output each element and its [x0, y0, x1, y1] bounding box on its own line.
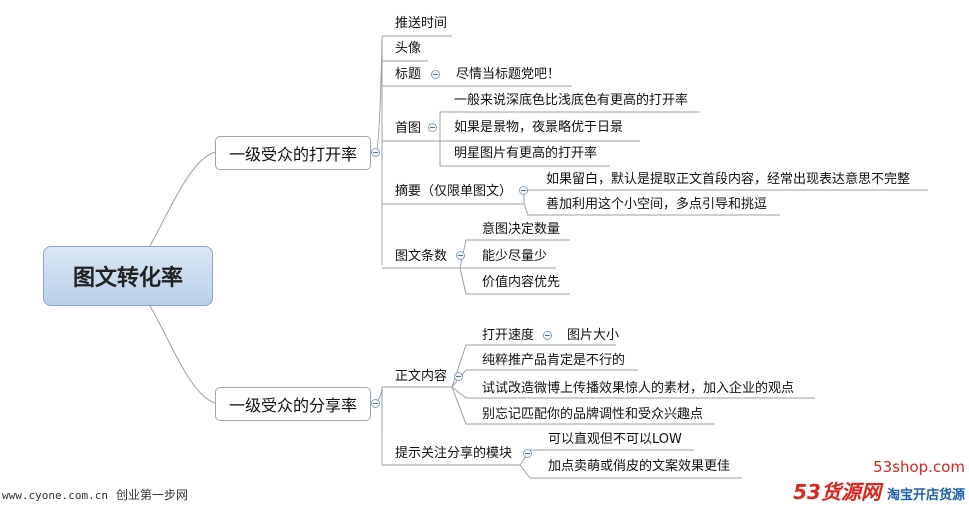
topic-avatar[interactable]: 头像 [395, 41, 422, 56]
watermark-site-url: 53shop.com [873, 458, 965, 476]
count-item[interactable]: 价值内容优先 [482, 275, 561, 290]
watermark-url: www.cyone.com.cn [2, 489, 108, 502]
body-item[interactable]: 纯粹推产品肯定是不行的 [482, 353, 626, 368]
root-topic[interactable]: 图文转化率 [43, 246, 213, 306]
topic-push-time[interactable]: 推送时间 [395, 16, 448, 31]
topic-title[interactable]: 标题 [395, 67, 422, 82]
count-item[interactable]: 能少尽量少 [482, 249, 548, 264]
collapse-icon[interactable] [428, 123, 437, 132]
watermark-tag: 淘宝开店货源 [886, 488, 965, 503]
body-item[interactable]: 别忘记匹配你的品牌调性和受众兴趣点 [482, 407, 704, 422]
branch-share-rate[interactable]: 一级受众的分享率 [215, 387, 371, 421]
watermark-right: 53shop.com 53货源网淘宝开店货源 [793, 458, 965, 505]
watermark-left: www.cyone.com.cn 创业第一步网 [2, 486, 188, 503]
collapse-icon[interactable] [519, 186, 528, 195]
collapse-icon[interactable] [371, 399, 380, 408]
topic-module[interactable]: 提示关注分享的模块 [395, 446, 513, 461]
cover-item[interactable]: 一般来说深底色比浅底色有更高的打开率 [454, 93, 689, 108]
cover-item[interactable]: 如果是景物，夜景略优于日景 [454, 120, 624, 135]
collapse-icon[interactable] [431, 70, 440, 79]
topic-count[interactable]: 图文条数 [395, 249, 448, 264]
topic-body[interactable]: 正文内容 [395, 369, 448, 384]
summary-item[interactable]: 如果留白，默认是提取正文首段内容，经常出现表达意思不完整 [546, 172, 911, 187]
collapse-icon[interactable] [371, 148, 380, 157]
body-item[interactable]: 试试改造微博上传播效果惊人的素材，加入企业的观点 [482, 381, 795, 396]
count-item[interactable]: 意图决定数量 [482, 222, 561, 237]
topic-title-child[interactable]: 尽情当标题党吧！ [456, 67, 561, 82]
topic-summary[interactable]: 摘要（仅限单图文） [395, 184, 513, 199]
module-item[interactable]: 可以直观但不可以LOW [548, 432, 682, 447]
collapse-icon[interactable] [456, 251, 465, 260]
watermark-brand-logo: 53货源网 [793, 480, 881, 504]
module-item[interactable]: 加点卖萌或俏皮的文案效果更佳 [548, 459, 731, 474]
topic-cover[interactable]: 首图 [395, 121, 422, 136]
collapse-icon[interactable] [543, 331, 552, 340]
branch-open-rate[interactable]: 一级受众的打开率 [215, 136, 371, 170]
speed-item[interactable]: 图片大小 [567, 328, 620, 343]
watermark-site-name: 创业第一步网 [115, 488, 188, 502]
collapse-icon[interactable] [523, 449, 532, 458]
topic-open-speed[interactable]: 打开速度 [482, 328, 535, 343]
cover-item[interactable]: 明星图片有更高的打开率 [454, 146, 598, 161]
collapse-icon[interactable] [454, 372, 463, 381]
summary-item[interactable]: 善加利用这个小空间，多点引导和挑逗 [546, 197, 768, 212]
